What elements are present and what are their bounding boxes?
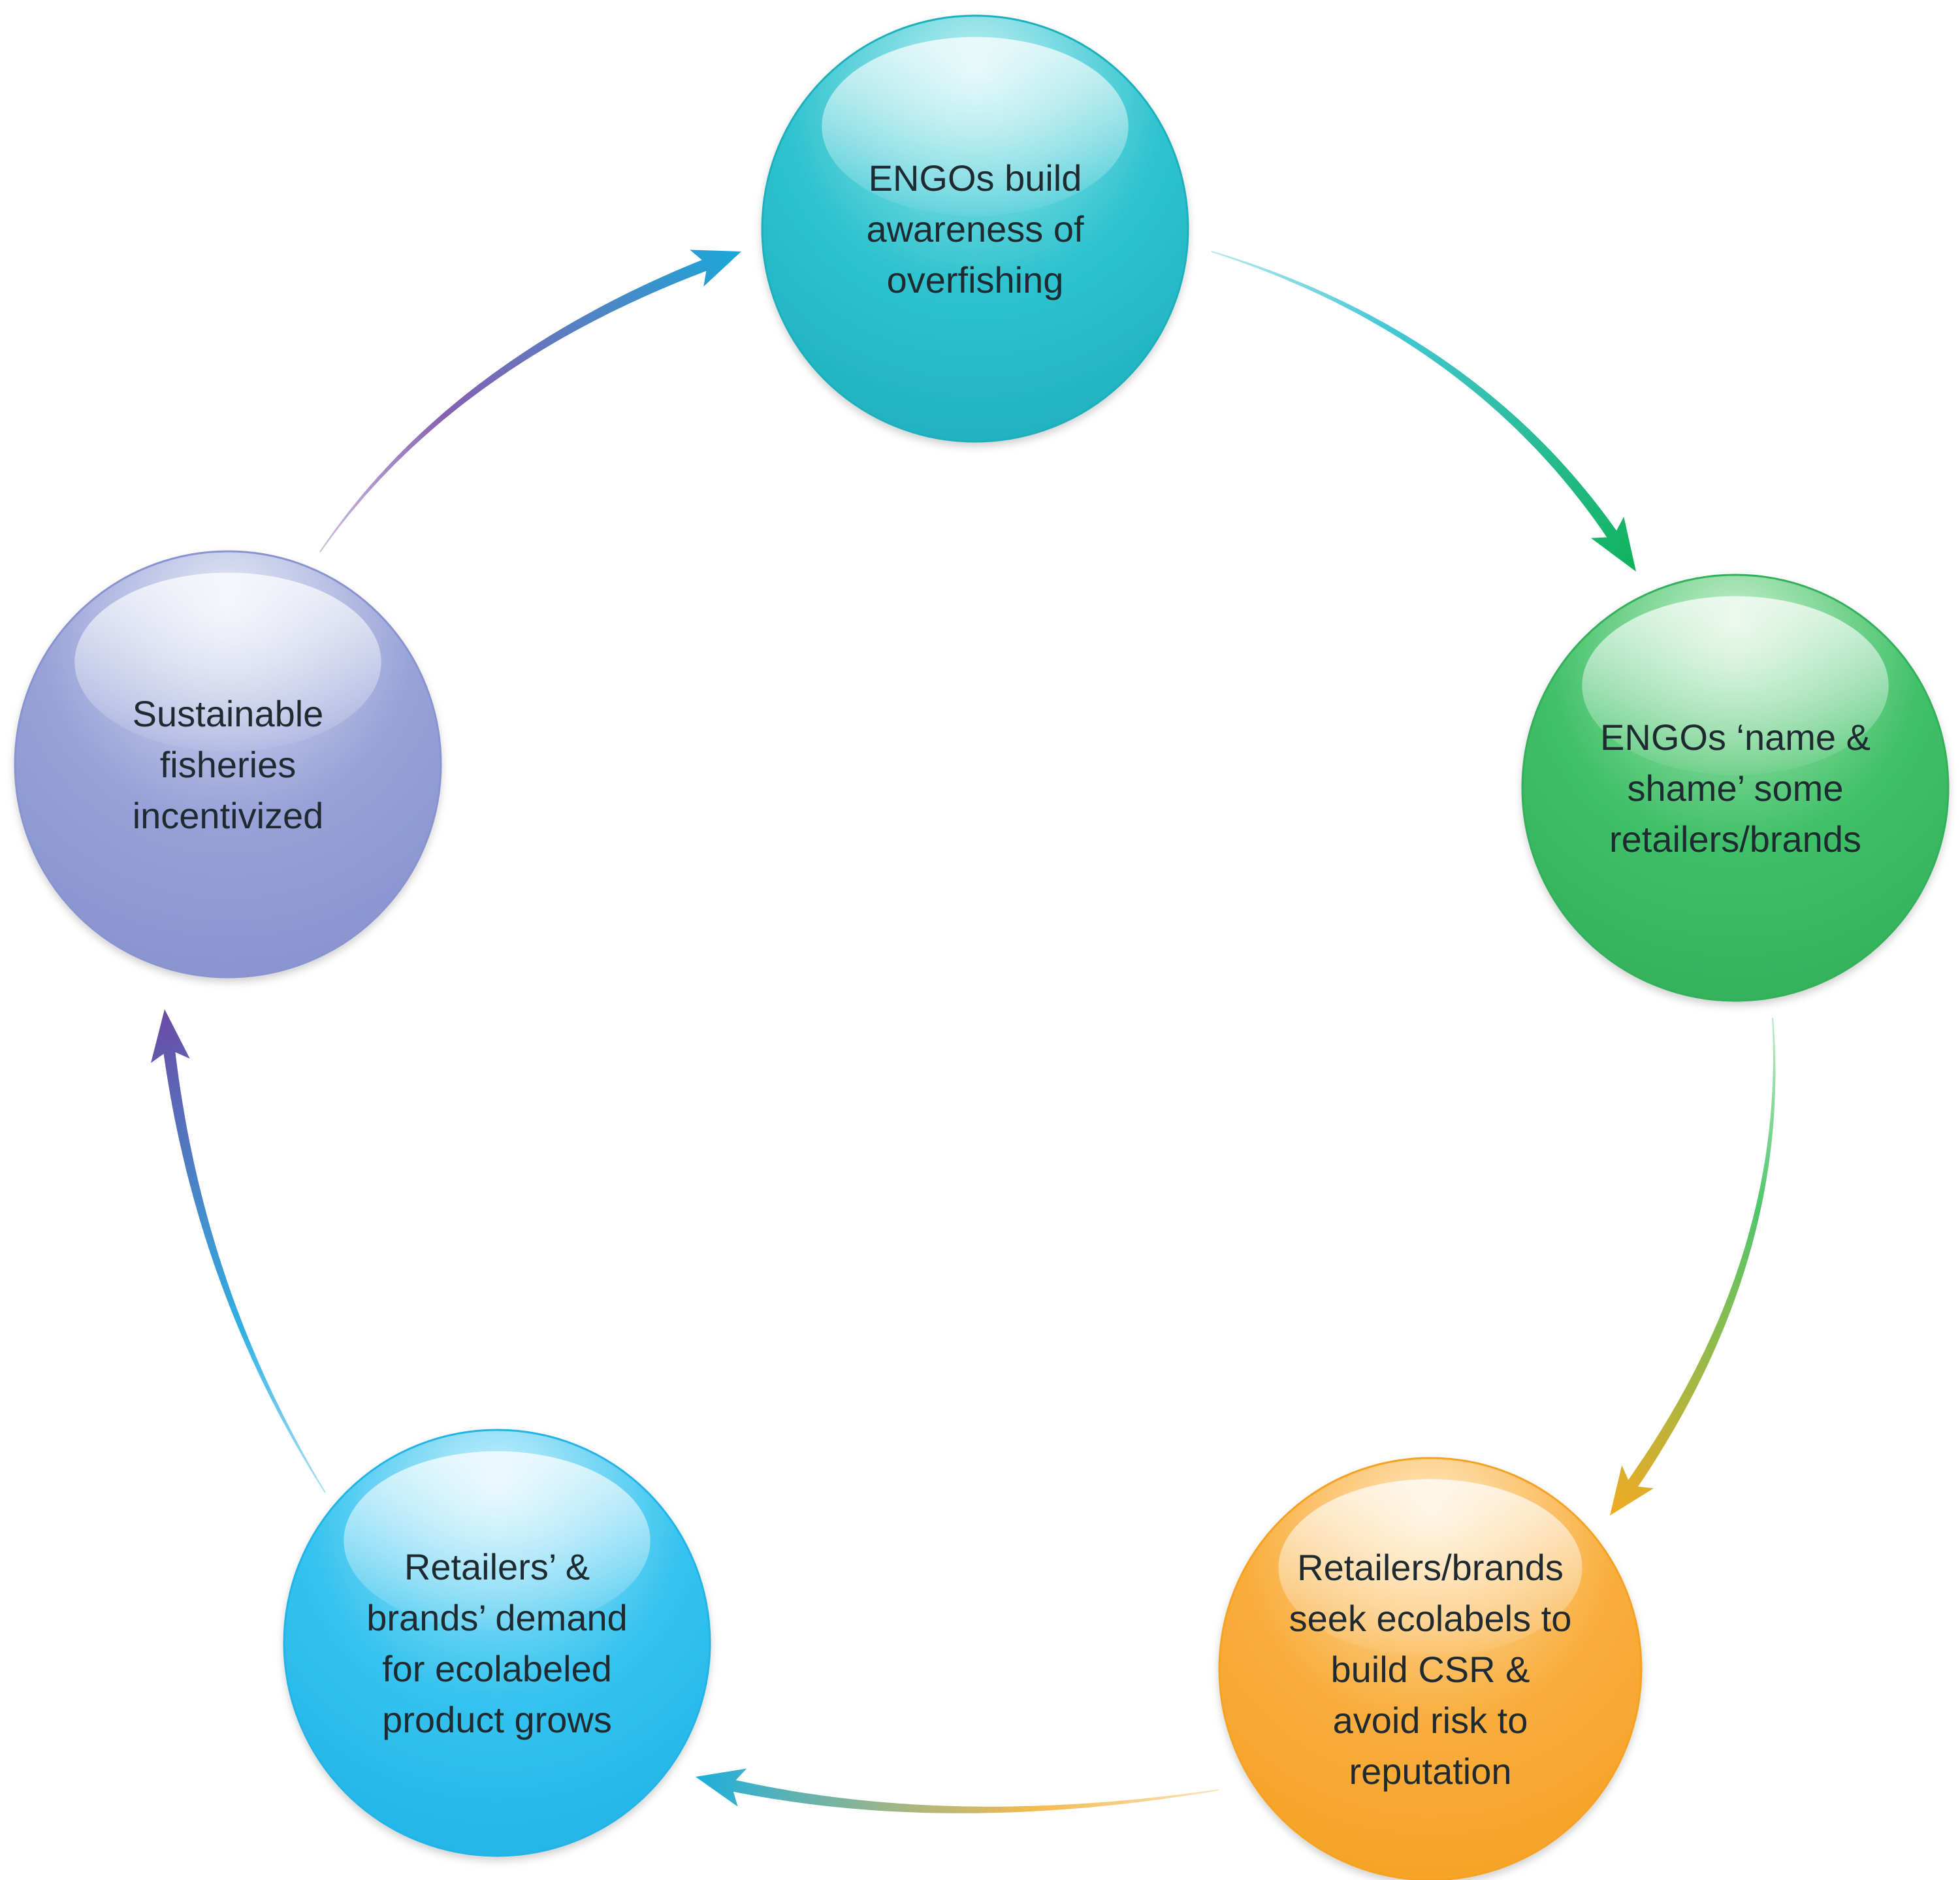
node-label-line: awareness of [866, 208, 1084, 250]
node-label-line: ENGOs build [869, 157, 1082, 199]
node-gloss [1278, 1479, 1582, 1657]
node-gloss [74, 572, 381, 752]
arrow-seek-ecolabels-to-demand-grows [696, 1768, 1219, 1813]
node-label: ENGOs build awareness of overfishing [866, 157, 1084, 300]
node-label-line: incentivized [133, 795, 324, 836]
node-demand-grows: Retailers’ & brands’ demand for ecolabeled… [283, 1429, 711, 1857]
node-label-line: Retailers’ & [404, 1546, 590, 1587]
node-label-line: seek ecolabels to [1289, 1598, 1572, 1639]
node-label-line: brands’ demand [366, 1597, 628, 1638]
node-label-line: reputation [1349, 1751, 1511, 1792]
node-label-line: build CSR & [1330, 1649, 1530, 1690]
node-label-line: Sustainable [133, 693, 324, 734]
node-label: ENGOs ‘name & shame’ some retailers/brands [1600, 717, 1871, 860]
node-awareness: ENGOs build awareness of overfishing [761, 14, 1189, 443]
arrow-fisheries-incentivized-to-awareness [319, 250, 741, 553]
node-label-line: shame’ some [1628, 768, 1844, 809]
node-label-line: product grows [382, 1699, 612, 1740]
node-label: Sustainable fisheries incentivized [133, 693, 324, 836]
node-label: Retailers/brands seek ecolabels to build C… [1289, 1547, 1572, 1792]
node-gloss [822, 37, 1129, 216]
node-label-line: ENGOs ‘name & [1600, 717, 1871, 758]
node-fisheries-incentivized: Sustainable fisheries incentivized [14, 550, 442, 979]
node-gloss [344, 1451, 651, 1630]
arrow-name-shame-to-seek-ecolabels [1610, 1017, 1776, 1515]
node-label-line: avoid risk to [1333, 1700, 1528, 1741]
node-name-shame: ENGOs ‘name & shame’ some retailers/brands [1521, 574, 1950, 1002]
node-label-line: retailers/brands [1609, 818, 1861, 860]
arrows-layer [151, 250, 1776, 1813]
node-label-line: overfishing [887, 259, 1064, 300]
node-label-line: fisheries [160, 744, 297, 785]
node-label: Retailers’ & brands’ demand for ecolabeled… [366, 1546, 628, 1740]
node-label-line: Retailers/brands [1297, 1547, 1564, 1588]
arrow-demand-grows-to-fisheries-incentivized [151, 1009, 326, 1493]
arrow-awareness-to-name-shame [1211, 251, 1636, 572]
node-seek-ecolabels: Retailers/brands seek ecolabels to build C… [1218, 1457, 1643, 1880]
node-gloss [1582, 596, 1889, 775]
node-label-line: for ecolabeled [382, 1648, 612, 1689]
